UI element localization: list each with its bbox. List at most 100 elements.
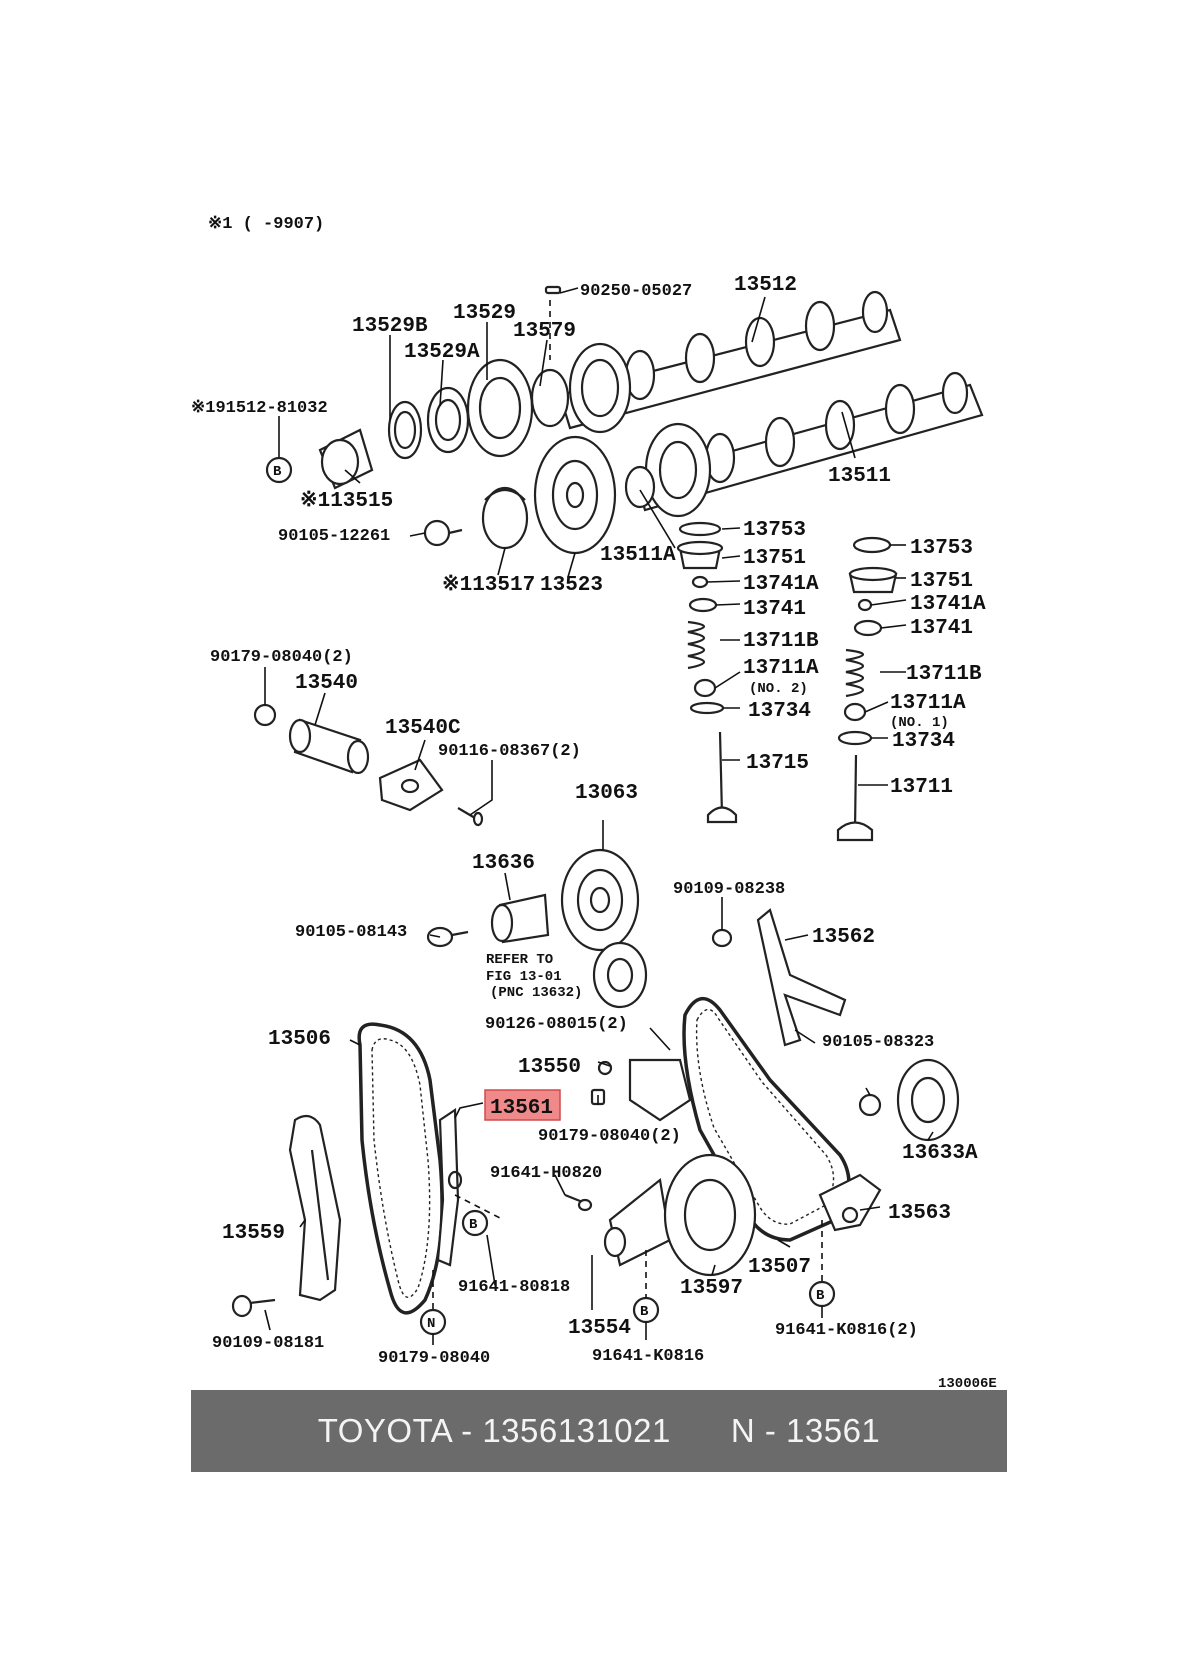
- bearing-113517: [481, 486, 529, 550]
- svg-text:B: B: [816, 1288, 825, 1304]
- label-90109-08238: 90109-08238: [673, 880, 785, 899]
- label-13711: 13711: [890, 776, 953, 799]
- label-13753-b: 13753: [910, 537, 973, 560]
- timing-chain-13506: [357, 1022, 444, 1315]
- timing-chain-13507: [682, 997, 851, 1242]
- svg-text:N: N: [427, 1316, 435, 1332]
- valve-stack-a: [676, 521, 738, 824]
- label-90179-08040: 90179-08040: [378, 1349, 490, 1368]
- label-13751-b: 13751: [910, 570, 973, 593]
- sprocket-13633A: [896, 1058, 960, 1142]
- tensioner-arm-13554: [603, 1177, 672, 1267]
- variant-note: ※1 ( -9907): [208, 215, 324, 234]
- label-13563: 13563: [888, 1202, 951, 1225]
- label-13529B: 13529B: [352, 315, 428, 338]
- label-90250-05027: 90250-05027: [580, 282, 692, 301]
- gear-113515: [318, 428, 374, 490]
- svg-text:B: B: [273, 464, 282, 480]
- marker-b-center: B: [632, 1296, 660, 1324]
- label-13554: 13554: [568, 1317, 631, 1340]
- label-13711B-a: 13711B: [743, 630, 819, 653]
- label-13711A-b: 13711A: [890, 692, 966, 715]
- part-13540: [253, 703, 370, 775]
- chain-slipper-13559: [288, 1114, 342, 1302]
- label-13741-b: 13741: [910, 617, 973, 640]
- valve-stack-b: [836, 536, 898, 842]
- leader-lines: [264, 287, 934, 1345]
- bolt-90116-08367: [457, 807, 484, 827]
- part-number-text: TOYOTA - 1356131021: [317, 1412, 671, 1449]
- label-13506: 13506: [268, 1028, 331, 1051]
- bolt-90109-08181: [231, 1294, 276, 1318]
- damper-13563: [818, 1173, 882, 1232]
- label-90116-08367: 90116-08367(2): [438, 742, 581, 761]
- figure-code: 130006E: [938, 1376, 997, 1392]
- sprocket-13597: [663, 1153, 757, 1277]
- label-13529A: 13529A: [404, 341, 480, 364]
- bolt-90105-12261: [423, 519, 463, 547]
- label-13741A-b: 13741A: [910, 593, 986, 616]
- chain-guide-13561: [436, 1107, 463, 1267]
- label-13741A-a: 13741A: [743, 573, 819, 596]
- label-13734-a: 13734: [748, 700, 811, 723]
- label-13559: 13559: [222, 1222, 285, 1245]
- label-191512-81032: ※191512-81032: [191, 399, 328, 418]
- label-13512: 13512: [734, 274, 797, 297]
- label-13711B-b: 13711B: [906, 663, 982, 686]
- pin-90250-05027: [544, 285, 562, 295]
- label-13741-a: 13741: [743, 598, 806, 621]
- svg-text:B: B: [469, 1217, 478, 1233]
- label-13753-a: 13753: [743, 519, 806, 542]
- label-no2: (NO. 2): [749, 681, 808, 697]
- label-90179-08040-2b: 90179-08040(2): [538, 1127, 681, 1146]
- camshaft-lower: [624, 371, 984, 518]
- reference-text: N - 13561: [730, 1412, 881, 1449]
- part-info-bar: TOYOTA - 1356131021 N - 13561: [191, 1390, 1007, 1472]
- label-13529: 13529: [453, 302, 516, 325]
- label-13063: 13063: [575, 782, 638, 805]
- marker-n: N: [419, 1308, 447, 1336]
- label-90179-08040-2a: 90179-08040(2): [210, 648, 353, 667]
- label-91641-H0820: 91641-H0820: [490, 1164, 602, 1183]
- sprocket-13063: [560, 848, 640, 952]
- camshaft-upper: [558, 290, 902, 434]
- sprocket-13523: [533, 435, 617, 555]
- svg-text:B: B: [640, 1304, 649, 1320]
- label-no1: (NO. 1): [890, 715, 949, 731]
- tensioner-13550: [590, 1058, 692, 1122]
- label-13511: 13511: [828, 465, 891, 488]
- label-13633A: 13633A: [902, 1142, 978, 1165]
- label-13550: 13550: [518, 1056, 581, 1079]
- label-13540: 13540: [295, 672, 358, 695]
- label-13734-b: 13734: [892, 730, 955, 753]
- highlight-13561: [484, 1089, 561, 1121]
- label-13751-a: 13751: [743, 547, 806, 570]
- label-90126-08015: 90126-08015(2): [485, 1015, 628, 1034]
- label-refer-1: REFER TO: [486, 952, 553, 968]
- gear-fig-13-01: [592, 941, 648, 1009]
- label-113517: ※113517: [442, 573, 535, 597]
- label-13540C: 13540C: [385, 717, 461, 740]
- label-refer-2: FIG 13-01: [486, 969, 562, 985]
- chain-guide-13562: [711, 908, 847, 1047]
- label-13579: 13579: [513, 320, 576, 343]
- label-13562: 13562: [812, 926, 875, 949]
- label-13511A: 13511A: [600, 544, 676, 567]
- bolt-90105-08143: [426, 926, 469, 948]
- marker-b-left: B: [461, 1209, 489, 1237]
- marker-b-right: B: [808, 1280, 836, 1308]
- label-90105-08323: 90105-08323: [822, 1033, 934, 1052]
- label-90109-08181: 90109-08181: [212, 1334, 324, 1353]
- bolt-91641-H0820: [564, 1193, 593, 1212]
- shaft-13636: [490, 893, 550, 944]
- label-13715: 13715: [746, 752, 809, 775]
- gasket-13540C: [378, 758, 444, 812]
- label-13561: 13561: [490, 1097, 553, 1120]
- label-13597: 13597: [680, 1277, 743, 1300]
- label-90105-12261: 90105-12261: [278, 527, 390, 546]
- label-91641-K0816: 91641-K0816: [592, 1347, 704, 1366]
- bolt-90105-08323: [858, 1093, 882, 1117]
- label-13711A-a: 13711A: [743, 657, 819, 680]
